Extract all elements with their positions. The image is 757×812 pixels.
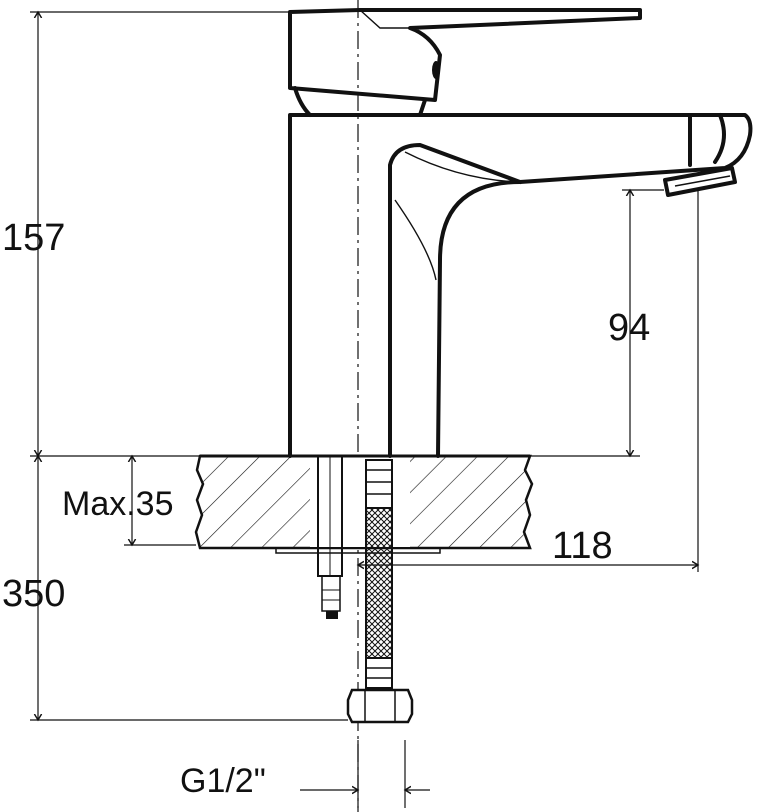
faucet-handle: [288, 8, 642, 117]
aerator: [663, 113, 737, 197]
label-spout-height: 94: [608, 307, 650, 349]
label-connection-thread: G1/2": [180, 762, 266, 800]
under-sink-fixings: [275, 455, 441, 619]
label-hose-length: 350: [2, 573, 65, 615]
countertop-section: [194, 454, 534, 550]
label-total-height: 157: [2, 217, 65, 259]
dimension-lines: [30, 12, 698, 808]
flexible-hose: [346, 459, 414, 724]
faucet-body: [288, 113, 753, 458]
label-deck-thickness: Max.35: [62, 485, 174, 523]
label-spout-reach: 118: [552, 525, 613, 567]
